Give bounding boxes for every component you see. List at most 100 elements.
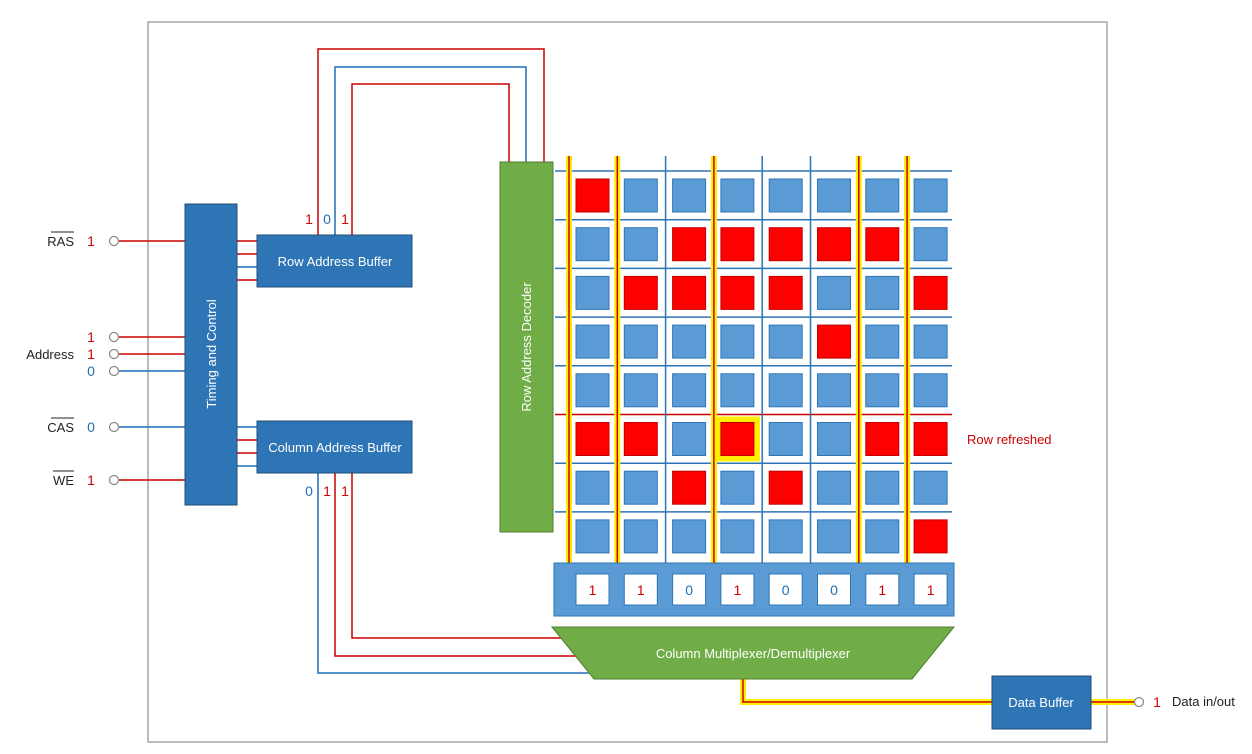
memory-cell-charged: [720, 275, 755, 310]
memory-grid-lines: [555, 156, 952, 563]
memory-cell-empty: [768, 519, 803, 554]
row-refreshed-label: Row refreshed: [967, 432, 1052, 447]
memory-cell-empty: [768, 178, 803, 213]
memory-cell-empty: [623, 178, 658, 213]
row-addr-wire-2: [334, 66, 527, 235]
memory-cell-empty: [865, 470, 900, 505]
memory-cell-empty: [913, 470, 948, 505]
row-buffer-bit-2: 0: [323, 211, 331, 227]
row-buffer-bit-3: 1: [341, 211, 349, 227]
memory-cell-empty: [575, 373, 610, 408]
sense-amp-value: 0: [685, 582, 693, 598]
memory-cell-charged: [672, 470, 707, 505]
memory-cell-charged: [720, 422, 755, 456]
sense-amp-box: [865, 573, 900, 606]
memory-cell-empty: [720, 470, 755, 505]
timing-control-block: [184, 203, 238, 506]
memory-cell-empty: [913, 227, 948, 262]
column-address-buffer: [256, 420, 413, 474]
column-mux: [550, 626, 956, 680]
sense-amp-value: 0: [782, 582, 790, 598]
address-value-2: 1: [87, 346, 95, 362]
memory-cell-empty: [768, 324, 803, 359]
memory-cell-empty: [817, 519, 851, 554]
memory-cell-empty: [768, 373, 803, 408]
data-io-value: 1: [1153, 694, 1161, 710]
sense-amp-box: [768, 573, 803, 606]
diagram-frame: [147, 21, 1108, 743]
column-buffer-bit-3: 1: [341, 483, 349, 499]
ras-terminal: [108, 235, 120, 247]
memory-cell-charged: [720, 227, 755, 262]
sense-amp-value: 1: [589, 582, 597, 598]
row-address-buffer-label: Row Address Buffer: [278, 254, 393, 269]
memory-cell-empty: [575, 227, 610, 262]
cas-terminal: [108, 421, 120, 433]
memory-cell-empty: [672, 373, 707, 408]
row-addr-wire-1: [317, 48, 545, 235]
memory-cell-charged: [672, 275, 707, 310]
memory-cell-empty: [913, 324, 948, 359]
memory-cell-empty: [575, 275, 610, 310]
memory-cell-empty: [672, 519, 707, 554]
address-terminal-2: [108, 348, 120, 360]
column-buffer-bit-1: 0: [305, 483, 313, 499]
sense-amp-value: 1: [734, 582, 742, 598]
memory-cell-charged: [865, 227, 900, 262]
data-io-terminal: [1133, 696, 1145, 708]
memory-cell-empty: [865, 324, 900, 359]
row-addr-wire-3: [351, 83, 510, 235]
memory-cell-empty: [720, 324, 755, 359]
memory-cell-charged: [913, 275, 948, 310]
sense-amp-box: [575, 573, 610, 606]
data-buffer: [991, 675, 1092, 730]
data-path-glow: [740, 679, 992, 705]
memory-cell-empty: [672, 178, 707, 213]
memory-cells: [575, 178, 948, 554]
col-addr-wire-1: [317, 473, 590, 674]
sense-amp-box: [817, 573, 851, 606]
memory-cell-charged: [575, 422, 610, 456]
column-mux-label: Column Multiplexer/Demultiplexer: [656, 646, 851, 661]
sense-amp-box: [672, 573, 707, 606]
sense-amp-value: 1: [927, 582, 935, 598]
sense-amp-value: 0: [830, 582, 838, 598]
we-terminal: [108, 474, 120, 486]
memory-cell-empty: [623, 324, 658, 359]
memory-cell-empty: [817, 178, 851, 213]
col-addr-wire-3: [351, 473, 565, 639]
row-buffer-bit-1: 1: [305, 211, 313, 227]
memory-cell-empty: [913, 373, 948, 408]
cas-value: 0: [87, 419, 95, 435]
column-address-buffer-label: Column Address Buffer: [268, 440, 402, 455]
ras-label: RAS: [47, 234, 74, 249]
sense-amp-value: 1: [637, 582, 645, 598]
memory-cell-empty: [623, 519, 658, 554]
sense-amp-box: [720, 573, 755, 606]
column-buffer-bit-2: 1: [323, 483, 331, 499]
data-path-wire: [742, 679, 992, 703]
memory-cell-empty: [623, 470, 658, 505]
sense-amp-box: [913, 573, 948, 606]
wires: [119, 48, 1134, 705]
address-terminal-1: [108, 331, 120, 343]
memory-cell-charged: [817, 227, 851, 262]
row-address-decoder: [499, 161, 554, 533]
memory-cell-charged: [865, 422, 900, 456]
memory-cell-charged: [575, 178, 610, 213]
sense-amp-box: [623, 573, 658, 606]
address-label: Address: [26, 347, 74, 362]
timing-control-label: Timing and Control: [204, 299, 219, 408]
address-terminal-3: [108, 365, 120, 377]
ras-value: 1: [87, 233, 95, 249]
memory-cell-empty: [720, 519, 755, 554]
memory-cell-empty: [865, 519, 900, 554]
memory-cell-empty: [817, 373, 851, 408]
memory-cell-empty: [817, 470, 851, 505]
memory-cell-charged: [768, 275, 803, 310]
memory-cell-empty: [672, 324, 707, 359]
address-value-3: 0: [87, 363, 95, 379]
we-value: 1: [87, 472, 95, 488]
we-label: WE: [53, 473, 74, 488]
